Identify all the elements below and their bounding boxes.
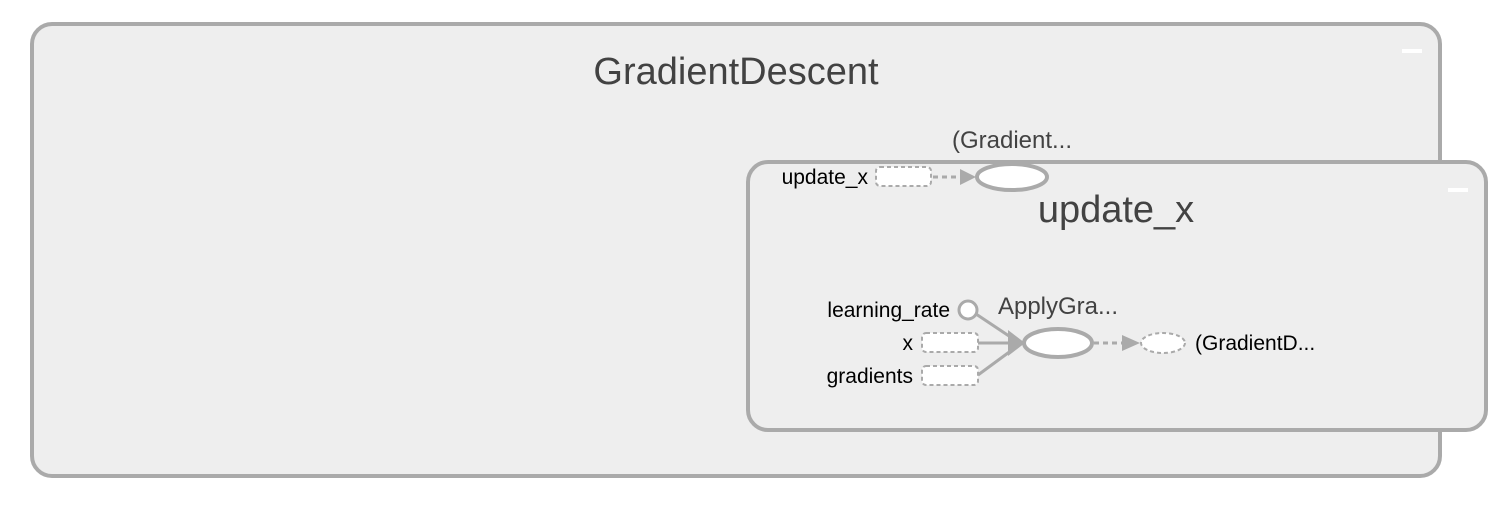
output-label: (GradientD... <box>1195 332 1315 355</box>
gradients-edge <box>977 348 1013 377</box>
output-node[interactable] <box>1140 332 1186 354</box>
gradient-node[interactable] <box>975 162 1049 192</box>
learning-rate-constant-icon[interactable] <box>957 299 979 321</box>
gradient-node-label: (Gradient... <box>952 127 1072 154</box>
output-arrowhead <box>1122 335 1140 351</box>
gradients-input-label: gradients <box>827 365 913 388</box>
update-x-input-node[interactable] <box>875 166 932 187</box>
update-x-arrowhead <box>960 169 976 185</box>
x-input-label: x <box>903 332 914 355</box>
update-x-title: update_x <box>1038 189 1194 231</box>
gradients-input-node[interactable] <box>921 365 979 386</box>
update-x-input-label: update_x <box>782 166 869 189</box>
learning-rate-edge <box>975 312 1013 340</box>
learning-rate-label: learning_rate <box>827 299 950 322</box>
x-input-node[interactable] <box>921 332 979 353</box>
apply-gradient-node[interactable] <box>1022 327 1094 359</box>
inner-collapse-icon[interactable] <box>1448 188 1468 192</box>
update-x-group[interactable] <box>746 160 1488 432</box>
gradient-descent-title: GradientDescent <box>593 51 879 93</box>
apply-input-arrowhead <box>1008 330 1025 356</box>
apply-gradient-label: ApplyGra... <box>998 293 1118 320</box>
outer-collapse-icon[interactable] <box>1402 49 1422 53</box>
